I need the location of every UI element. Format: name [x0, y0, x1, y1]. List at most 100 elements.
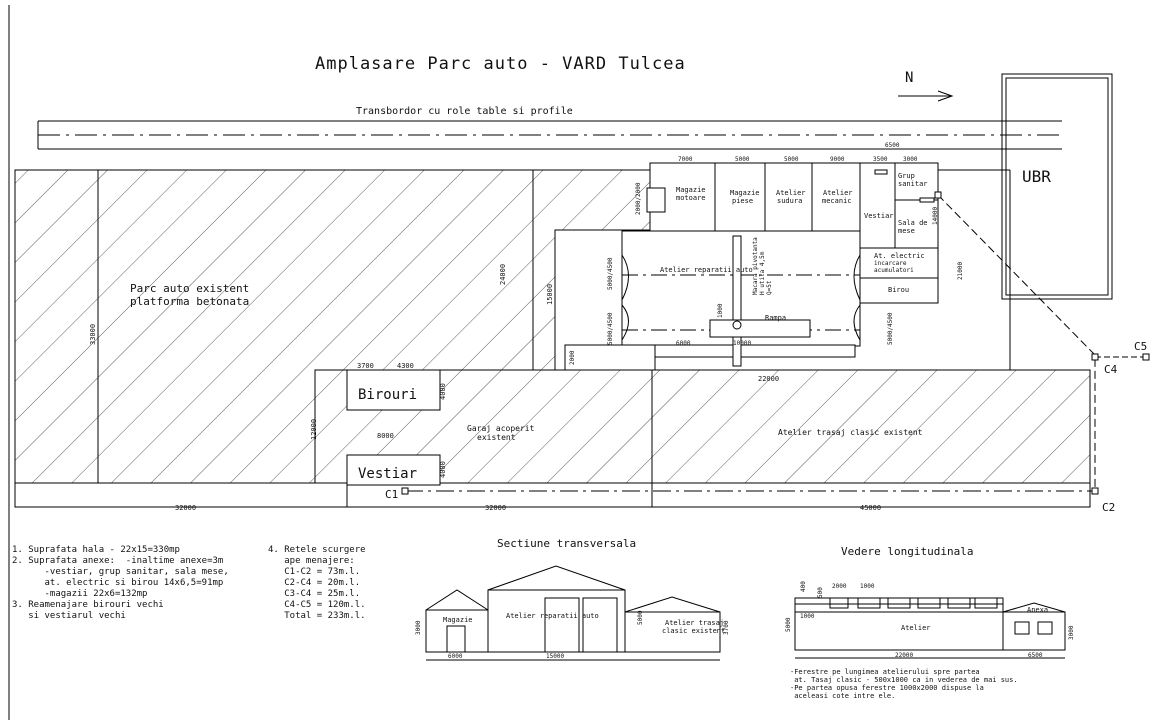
section-title: Sectiune transversala	[497, 537, 636, 550]
dim-5000-4500b: 5000/4500	[607, 312, 614, 345]
dim-7000: 7000	[678, 156, 693, 163]
room-magazie-piese-2: piese	[732, 197, 753, 205]
section-magazie: Magazie	[443, 616, 473, 624]
room-macara-1: Macara pivotanta	[752, 237, 759, 295]
room-rampa: Rampa	[765, 314, 786, 322]
parc-label-1: Parc auto existent	[130, 282, 249, 295]
room-sala-1: Sala de	[898, 219, 928, 227]
dim-4000b: 4000	[439, 461, 447, 478]
room-vestiar: Vestiar	[864, 212, 894, 220]
pipe-c5: C5	[1134, 340, 1147, 353]
garaj-label-1: Garaj acoperit	[467, 424, 535, 433]
vestiar-label: Vestiar	[358, 466, 417, 482]
dim-1000: 1000	[717, 303, 724, 318]
long-d5000: 5000	[785, 617, 792, 632]
dim-24000: 24000	[499, 264, 507, 285]
long-d400: 400	[800, 581, 807, 592]
section-d3000: 3000	[415, 620, 422, 635]
room-atelier-mecanic-2: mecanic	[822, 197, 852, 205]
long-d6500: 6500	[1028, 652, 1043, 659]
dim-3500: 3500	[873, 156, 888, 163]
room-atelier-sudura-1: Atelier	[776, 189, 806, 197]
section-drawing	[425, 565, 721, 661]
room-atelier-mecanic-1: Atelier	[823, 189, 853, 197]
pipe-c4: C4	[1104, 363, 1118, 376]
room-magazie-motoare-1: Magazie	[676, 186, 706, 194]
long-d500: 500	[817, 587, 824, 598]
hall-building	[564, 162, 939, 371]
bottom-strip	[14, 482, 1095, 508]
dim-6500: 6500	[885, 142, 900, 149]
dim-2000-2000: 2000/2000	[635, 182, 642, 215]
drainage-pipe	[401, 191, 1150, 495]
room-birou: Birou	[888, 286, 909, 294]
dim-12000: 12000	[310, 419, 318, 440]
dim-5000a: 5000	[735, 156, 750, 163]
trasaj-label: Atelier trasaj clasic existent	[778, 428, 923, 437]
section-d5000: 5000	[637, 610, 644, 625]
pipe-c1: C1	[385, 488, 398, 501]
room-at-el-2: incarcare	[874, 260, 907, 267]
dim-21000: 21000	[957, 262, 964, 280]
dim-2000: 2000	[569, 350, 576, 365]
dim-22000: 22000	[758, 375, 779, 383]
drawing-title: Amplasare Parc auto - VARD Tulcea	[315, 54, 686, 74]
room-sala-2: mese	[898, 227, 915, 235]
section-trasaj-2: clasic existent	[662, 627, 725, 635]
dim-4000a: 4000	[439, 383, 447, 400]
north-arrow-icon	[898, 90, 954, 102]
dim-5000-4500a: 5000/4500	[607, 257, 614, 290]
notes-retele: 4. Retele scurgere ape menajere: C1-C2 =…	[268, 545, 366, 621]
dim-4300: 4300	[397, 362, 414, 370]
dim-45000: 45000	[860, 504, 881, 512]
room-macara-2: H utila 4,5m	[759, 251, 766, 295]
section-d6000: 6000	[448, 653, 463, 660]
dim-32000a: 32000	[175, 504, 196, 512]
section-d15000: 15000	[546, 653, 564, 660]
dim-32000b: 32000	[485, 504, 506, 512]
ubr-label: UBR	[1022, 167, 1051, 186]
room-atelier-sudura-2: sudura	[777, 197, 802, 205]
dim-5000-4500c: 5000/4500	[887, 312, 894, 345]
room-atelier-rep: Atelier reparatii auto	[660, 266, 753, 274]
atelier-trasaj-area	[651, 369, 1091, 484]
dim-8000: 8000	[377, 432, 394, 440]
longitudinal-drawing	[794, 597, 1066, 659]
room-magazie-motoare-2: motoare	[676, 194, 706, 202]
long-d22000: 22000	[895, 652, 913, 659]
dim-9000: 9000	[830, 156, 845, 163]
transbordor-rails	[37, 120, 1062, 150]
section-trasaj-1: Atelier trasaj	[665, 619, 724, 627]
vestiar-building	[346, 454, 441, 486]
notes-windows: -Ferestre pe lungimea atelierului spre p…	[790, 668, 1018, 700]
dim-33000: 33000	[89, 324, 97, 345]
birouri-building	[346, 369, 441, 411]
room-macara-3: Q=5t	[766, 280, 773, 295]
longitudinal-title: Vedere longitudinala	[841, 545, 973, 558]
dim-6000: 6000	[676, 340, 691, 347]
section-d3700: 3700	[723, 620, 730, 635]
room-magazie-piese-1: Magazie	[730, 189, 760, 197]
long-anexa: Anexa	[1027, 606, 1048, 614]
north-label: N	[905, 70, 913, 86]
dim-15000: 15000	[546, 284, 554, 305]
room-grup-1: Grup	[898, 172, 915, 180]
ubr-building	[1001, 73, 1113, 300]
section-atelier-rep: Atelier reparatii auto	[506, 612, 599, 620]
transbordor-label: Transbordor cu role table si profile	[356, 106, 573, 117]
dim-14000: 14000	[932, 207, 939, 225]
dim-10000: 10000	[733, 340, 751, 347]
notes-left: 1. Suprafata hala - 22x15=330mp 2. Supra…	[12, 545, 229, 621]
long-d2000: 2000	[832, 583, 847, 590]
room-grup-2: sanitar	[898, 180, 928, 188]
dim-3000: 3000	[903, 156, 918, 163]
long-atelier: Atelier	[901, 624, 931, 632]
dim-3700: 3700	[357, 362, 374, 370]
parc-label-2: platforma betonata	[130, 295, 249, 308]
garaj-label-2: existent	[477, 433, 516, 442]
room-at-el-3: acumulatori	[874, 267, 914, 274]
pipe-c2: C2	[1102, 501, 1115, 514]
room-at-el-1: At. electric	[874, 252, 925, 260]
long-d1000a: 1000	[860, 583, 875, 590]
